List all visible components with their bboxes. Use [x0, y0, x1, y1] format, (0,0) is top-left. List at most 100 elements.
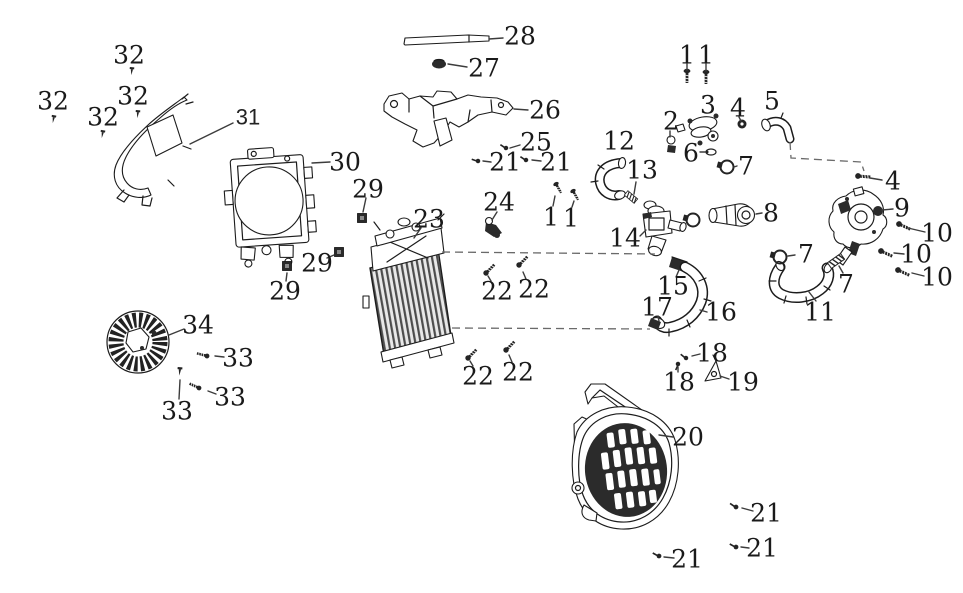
fastener-dot	[727, 501, 740, 511]
fastener-bolt	[683, 68, 691, 84]
callout-label-17: 17	[641, 293, 673, 322]
callout-label-21: 21	[750, 499, 782, 528]
callout-label-9: 9	[894, 194, 910, 223]
callout-leader-line	[658, 434, 674, 438]
fastener-oval	[704, 148, 717, 156]
callout-label-32: 32	[117, 82, 149, 111]
callout-label-1: 1	[543, 203, 559, 232]
callout-leader-line	[911, 272, 925, 277]
fastener-bolt	[569, 187, 581, 202]
part-5-bypass-pipe	[761, 112, 795, 144]
callout-label-12: 12	[603, 127, 635, 156]
callout-leader-line	[552, 195, 556, 207]
part-12-hose	[590, 156, 627, 201]
callout-leader-line	[482, 160, 492, 163]
callout-leader-line	[168, 328, 185, 336]
part-8-water-outlet	[708, 203, 756, 227]
callout-label-5: 5	[764, 87, 780, 116]
callout-leader-line	[469, 360, 474, 367]
callout-label-10: 10	[921, 263, 953, 292]
callout-leader-line	[741, 507, 754, 512]
callout-leader-line	[633, 181, 637, 195]
callout-leader-line	[881, 208, 894, 211]
fastener-dot	[678, 352, 690, 362]
fastener-nut	[282, 261, 292, 271]
callout-label-2: 2	[663, 107, 679, 136]
callout-label-7: 7	[738, 152, 754, 181]
callout-label-10: 10	[900, 240, 932, 269]
part-28-rod	[403, 34, 490, 46]
callout-label-32: 32	[37, 87, 69, 116]
callout-leader-line	[893, 252, 905, 255]
callout-label-18: 18	[696, 339, 728, 368]
callout-label-4: 4	[730, 94, 746, 123]
callout-leader-line	[326, 254, 335, 259]
fastener-screw	[195, 350, 211, 360]
callout-leader-line	[657, 315, 660, 322]
part-24-temp-sensor	[484, 216, 502, 238]
callout-label-18: 18	[663, 368, 695, 397]
callout-label-22: 22	[462, 362, 494, 391]
callout-label-34: 34	[182, 311, 214, 340]
part-23-radiator	[362, 213, 455, 369]
fastener-screw	[501, 339, 517, 355]
fastener-screw	[481, 262, 497, 278]
callout-label-31: 31	[236, 105, 260, 130]
callout-leader-line	[663, 556, 675, 559]
callout-label-22: 22	[502, 358, 534, 387]
callout-leader-line	[787, 254, 796, 257]
callout-label-14: 14	[609, 224, 641, 253]
callout-label-33: 33	[214, 383, 246, 412]
callout-label-7: 7	[838, 270, 854, 299]
callout-label-4: 4	[885, 167, 901, 196]
assembly-dashed-link	[451, 327, 651, 330]
fastener-tack	[176, 366, 183, 376]
fastener-tack	[135, 110, 141, 119]
callout-leader-line	[214, 355, 225, 358]
callout-leader-line	[509, 144, 521, 149]
part-30-radiator-shroud	[223, 147, 317, 268]
fastener-screw	[463, 347, 479, 363]
callout-label-21: 21	[671, 545, 703, 574]
callout-leader-line	[733, 165, 738, 168]
part-19-bracket	[704, 354, 722, 382]
callout-label-10: 10	[921, 219, 953, 248]
callout-label-3: 3	[700, 91, 716, 120]
callout-leader-line	[740, 546, 750, 549]
callout-leader-line	[362, 197, 367, 213]
part-3-thermostat-cover	[675, 113, 719, 146]
callout-leader-line	[488, 37, 504, 40]
callout-leader-line	[207, 390, 217, 395]
callout-label-1: 1	[563, 204, 579, 233]
callout-label-19: 19	[727, 368, 759, 397]
callout-leader-line	[639, 229, 647, 237]
callout-label-1: 1	[698, 41, 714, 70]
callout-leader-line	[311, 161, 331, 164]
callout-leader-line	[531, 159, 542, 162]
fastener-nut	[334, 247, 344, 257]
callout-label-24: 24	[483, 188, 515, 217]
callout-label-8: 8	[763, 199, 779, 228]
callout-label-21: 21	[489, 148, 521, 177]
callout-label-23: 23	[413, 205, 445, 234]
callout-leader-line	[738, 116, 742, 122]
callout-leader-line	[508, 354, 513, 363]
callout-leader-line	[178, 379, 181, 400]
fan-cover-grille	[600, 428, 661, 510]
callout-label-7: 7	[798, 240, 814, 269]
callout-leader-line	[699, 309, 708, 313]
callout-label-16: 16	[705, 298, 737, 327]
part-27-cap-bolt	[432, 58, 446, 69]
assembly-dashed-link	[441, 251, 656, 255]
callout-label-21: 21	[540, 148, 572, 177]
callout-leader-line	[189, 122, 234, 145]
fastener-dot	[470, 157, 482, 165]
callout-label-21: 21	[746, 534, 778, 563]
callout-label-29: 29	[352, 175, 384, 204]
fastener-screw	[514, 254, 530, 270]
callout-leader-line	[869, 177, 883, 181]
part-20-fan-cover	[571, 383, 679, 530]
callout-label-29: 29	[301, 249, 333, 278]
part-26-upper-bracket	[383, 90, 514, 148]
